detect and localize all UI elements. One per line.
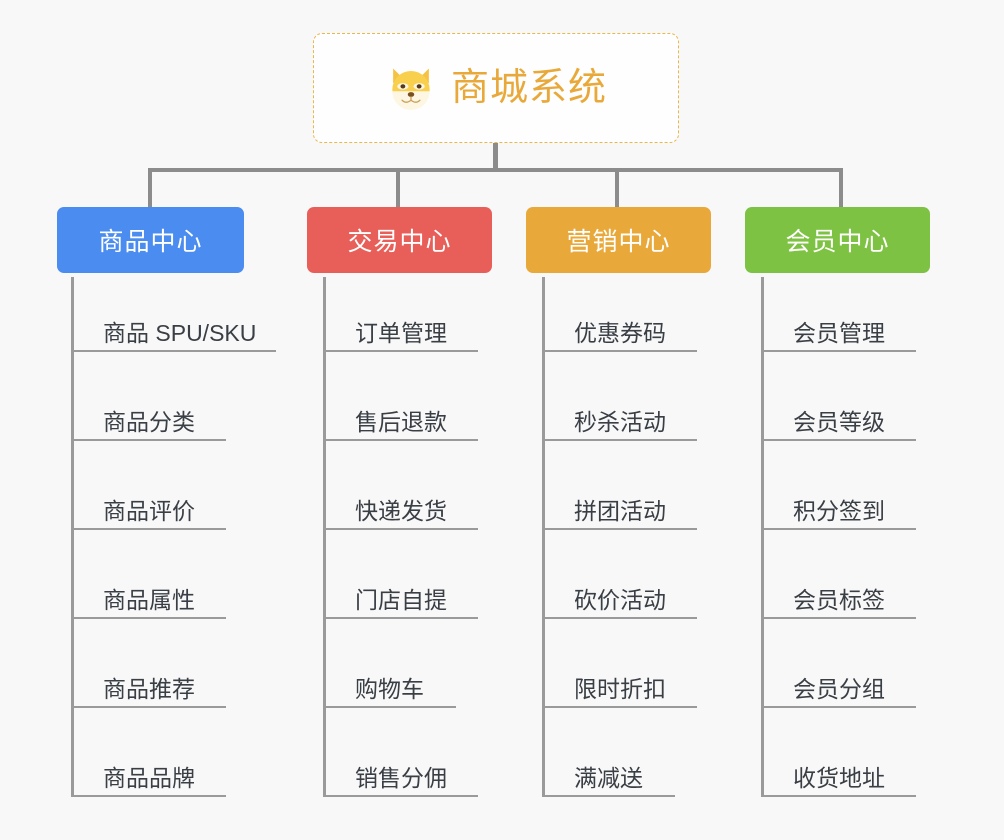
leaf-item[interactable]: 商品品牌	[71, 737, 226, 797]
connector-drop-member	[839, 168, 843, 208]
leaf-item-label: 购物车	[355, 675, 424, 702]
leaf-item-label: 商品 SPU/SKU	[103, 319, 257, 346]
leaf-item[interactable]: 收货地址	[761, 737, 916, 797]
category-header-trade[interactable]: 交易中心	[307, 207, 492, 273]
category-header-marketing-label: 营销中心	[566, 228, 671, 256]
leaf-item[interactable]: 售后退款	[323, 381, 478, 441]
leaf-item[interactable]: 会员等级	[761, 381, 916, 441]
shiba-dog-face-icon	[392, 68, 430, 110]
leaf-item[interactable]: 快递发货	[323, 470, 478, 530]
leaf-item[interactable]: 优惠券码	[542, 292, 697, 352]
leaf-item-label: 销售分佣	[355, 764, 447, 791]
leaf-item[interactable]: 会员分组	[761, 648, 916, 708]
leaf-item[interactable]: 商品 SPU/SKU	[71, 292, 276, 352]
leaf-item[interactable]: 砍价活动	[542, 559, 697, 619]
category-header-member[interactable]: 会员中心	[745, 207, 930, 273]
category-header-marketing[interactable]: 营销中心	[526, 207, 711, 273]
leaf-item-label: 门店自提	[355, 586, 447, 613]
leaf-item-label: 拼团活动	[574, 497, 666, 524]
category-header-product[interactable]: 商品中心	[57, 207, 244, 273]
leaf-spine	[323, 277, 326, 797]
connector-horizontal-bus	[148, 168, 843, 172]
leaf-item-label: 商品推荐	[103, 675, 195, 702]
root-title: 商城系统	[450, 67, 607, 109]
leaf-item-label: 订单管理	[355, 319, 447, 346]
leaf-item[interactable]: 订单管理	[323, 292, 478, 352]
leaf-item[interactable]: 商品属性	[71, 559, 226, 619]
leaf-item[interactable]: 秒杀活动	[542, 381, 697, 441]
leaf-item[interactable]: 商品评价	[71, 470, 226, 530]
leaf-item-label: 收货地址	[793, 764, 885, 791]
leaf-item-label: 积分签到	[793, 497, 885, 524]
connector-drop-product	[148, 168, 152, 208]
connector-drop-marketing	[615, 168, 619, 208]
leaf-item[interactable]: 商品推荐	[71, 648, 226, 708]
leaf-item-label: 商品分类	[103, 408, 195, 435]
leaf-item[interactable]: 门店自提	[323, 559, 478, 619]
leaf-spine	[761, 277, 764, 797]
leaf-item-label: 会员等级	[793, 408, 885, 435]
leaf-item[interactable]: 满减送	[542, 737, 675, 797]
leaf-item-label: 会员分组	[793, 675, 885, 702]
leaf-item-label: 秒杀活动	[574, 408, 666, 435]
leaf-item-label: 商品品牌	[103, 764, 195, 791]
leaf-item[interactable]: 会员管理	[761, 292, 916, 352]
leaf-item-label: 满减送	[574, 764, 643, 791]
leaf-item[interactable]: 拼团活动	[542, 470, 697, 530]
leaf-item-label: 商品属性	[103, 586, 195, 613]
leaf-item-label: 快递发货	[355, 497, 447, 524]
connector-drop-trade	[396, 168, 400, 208]
connector-root-stem	[493, 143, 498, 171]
leaf-item[interactable]: 商品分类	[71, 381, 226, 441]
leaf-spine	[542, 277, 545, 797]
leaf-item-label: 限时折扣	[574, 675, 666, 702]
leaf-item[interactable]: 购物车	[323, 648, 456, 708]
category-header-member-label: 会员中心	[785, 228, 890, 256]
leaf-item-label: 售后退款	[355, 408, 447, 435]
leaf-item-label: 会员管理	[793, 319, 885, 346]
leaf-item[interactable]: 积分签到	[761, 470, 916, 530]
leaf-item-label: 会员标签	[793, 586, 885, 613]
category-header-product-label: 商品中心	[98, 228, 203, 256]
leaf-item[interactable]: 会员标签	[761, 559, 916, 619]
root-node[interactable]: 商城系统	[313, 33, 679, 143]
category-header-trade-label: 交易中心	[347, 228, 452, 256]
leaf-item[interactable]: 销售分佣	[323, 737, 478, 797]
leaf-item-label: 商品评价	[103, 497, 195, 524]
leaf-item[interactable]: 限时折扣	[542, 648, 697, 708]
leaf-item-label: 砍价活动	[574, 586, 666, 613]
leaf-item-label: 优惠券码	[574, 319, 666, 346]
leaf-spine	[71, 277, 74, 797]
